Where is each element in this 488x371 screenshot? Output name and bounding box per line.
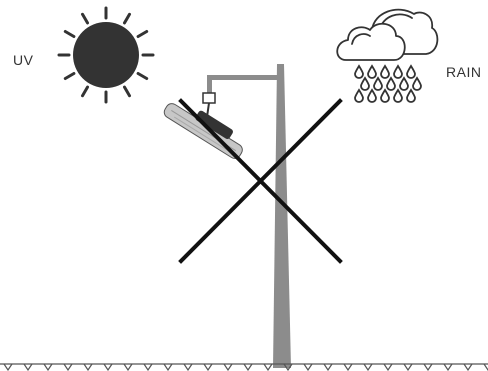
- grass-ground: [0, 363, 488, 371]
- rain-drop: [373, 76, 383, 91]
- rain-label: RAIN: [446, 64, 482, 80]
- prohibition-cross: [178, 98, 343, 264]
- lamp-pole: [273, 64, 291, 368]
- rain-drop: [360, 76, 370, 91]
- rain-drop: [380, 88, 390, 103]
- uv-label: UV: [13, 52, 34, 68]
- rain-drop: [393, 64, 403, 79]
- cloud-front: [336, 22, 406, 61]
- rain-drop: [380, 64, 390, 79]
- grass-ticks: [3, 363, 488, 371]
- rain-drop: [367, 88, 377, 103]
- rain-drop: [406, 88, 416, 103]
- sun-icon: [57, 6, 155, 104]
- lamp-bracket: [202, 92, 216, 104]
- cloud-back: [371, 8, 439, 55]
- rain-cloud-icon: [336, 8, 439, 61]
- rain-drop: [367, 64, 377, 79]
- rain-drop: [412, 76, 422, 91]
- rain-drop: [399, 76, 409, 91]
- rain-drop: [354, 64, 364, 79]
- rain-drop: [386, 76, 396, 91]
- rain-drop: [406, 64, 416, 79]
- street-lamp: [163, 64, 291, 368]
- rain-drops: [354, 64, 422, 103]
- rain-drop: [354, 88, 364, 103]
- lamp-arm-drop: [207, 75, 212, 97]
- rain-drop: [393, 88, 403, 103]
- cloud-front-inner: [351, 33, 371, 45]
- lamp-arm: [207, 75, 280, 80]
